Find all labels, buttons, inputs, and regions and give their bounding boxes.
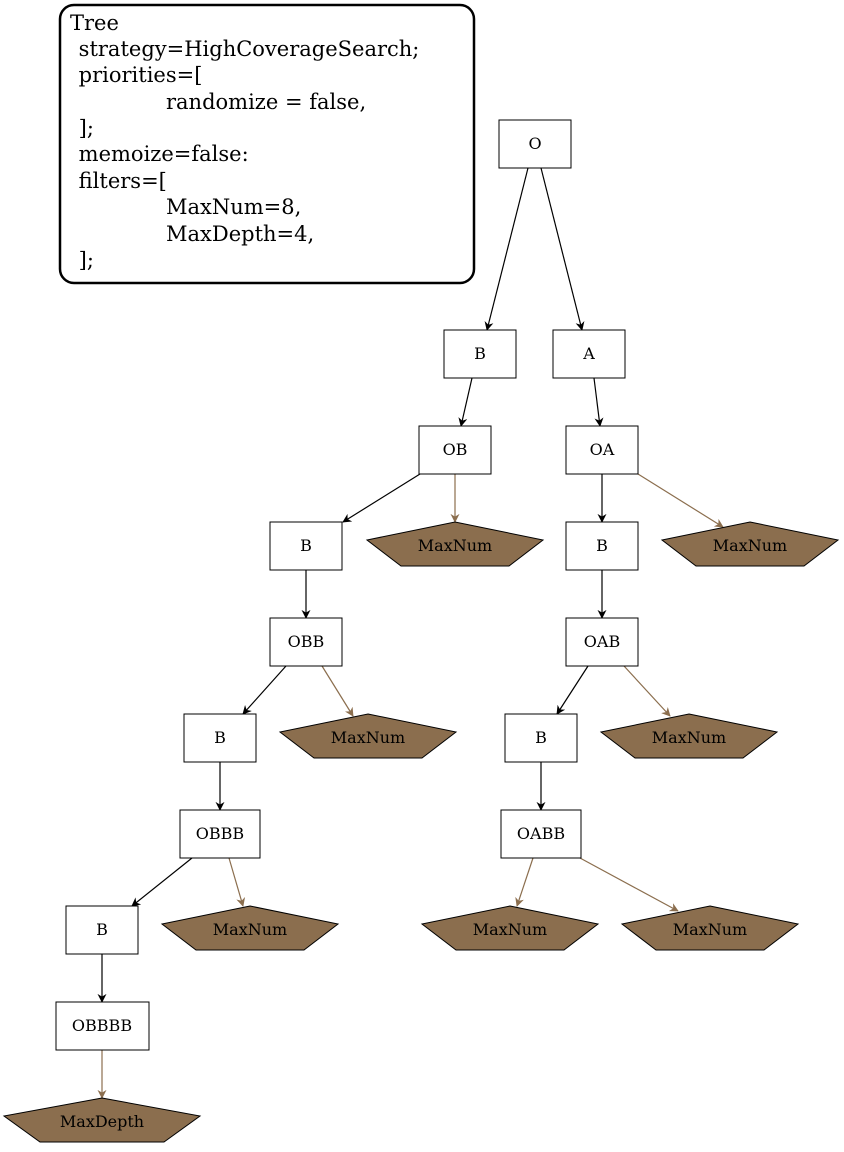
svg-text:MaxNum: MaxNum: [652, 728, 726, 747]
svg-text:OAB: OAB: [584, 632, 620, 651]
filter-node-obb: MaxNum: [278, 713, 458, 759]
edge-b-ob: [458, 377, 473, 427]
svg-text:OB: OB: [443, 440, 468, 459]
node-obb: OBB: [269, 617, 343, 667]
filter-node-obbb: MaxNum: [160, 905, 340, 951]
svg-text:A: A: [582, 344, 595, 363]
edge-o-a: [540, 167, 585, 331]
node-b-left: B: [443, 329, 517, 379]
svg-text:B: B: [535, 728, 547, 747]
svg-text:OBB: OBB: [288, 632, 325, 651]
edge-ob-b: [342, 473, 421, 523]
filter-nodes: MaxNum MaxNum MaxNum MaxNum MaxNum MaxNu…: [2, 521, 840, 1143]
tree-nodes: O B A OB OA B B OBB: [55, 119, 639, 1051]
edge-oab-filter: [623, 665, 671, 717]
node-obbbb: OBBBB: [55, 1001, 150, 1051]
node-obbb: OBBB: [179, 809, 261, 859]
legend-line-memoize: memoize=false:: [72, 142, 249, 166]
node-oa: OA: [565, 425, 639, 475]
edge-obb-filter: [321, 665, 354, 717]
edge-a-oa: [593, 377, 604, 427]
edge-obbb-filter: [228, 857, 246, 907]
svg-text:MaxDepth: MaxDepth: [60, 1112, 144, 1131]
filter-node-obbbb: MaxDepth: [2, 1097, 202, 1143]
svg-text:MaxNum: MaxNum: [331, 728, 405, 747]
svg-text:B: B: [474, 344, 486, 363]
legend-line-maxdepth: MaxDepth=4,: [166, 222, 314, 246]
node-ob: OB: [418, 425, 492, 475]
filter-node-oab: MaxNum: [599, 713, 779, 759]
node-oab: OAB: [565, 617, 639, 667]
svg-text:OABB: OABB: [517, 824, 565, 843]
filter-node-oabb-2: MaxNum: [620, 905, 800, 951]
svg-text:MaxNum: MaxNum: [673, 920, 747, 939]
edge-o-b: [484, 167, 529, 331]
edge-obb-b: [242, 665, 287, 715]
legend-line-priorities: priorities=[: [72, 63, 202, 87]
filter-node-ob: MaxNum: [365, 521, 545, 567]
svg-text:O: O: [528, 134, 541, 153]
legend-line-randomize: randomize = false,: [166, 90, 366, 114]
legend-line-strategy: strategy=HighCoverageSearch;: [72, 37, 419, 61]
node-o: O: [498, 119, 572, 169]
node-obb-b: B: [183, 713, 257, 763]
edge-oa-filter: [637, 473, 724, 528]
legend: Tree strategy=HighCoverageSearch; priori…: [58, 3, 476, 285]
svg-text:OA: OA: [590, 440, 615, 459]
legend-line-filters-close: ];: [72, 248, 94, 272]
svg-text:B: B: [214, 728, 226, 747]
edge-oabb-filter-1: [515, 857, 534, 907]
svg-text:MaxNum: MaxNum: [473, 920, 547, 939]
node-oab-b: B: [504, 713, 578, 763]
legend-box: [58, 3, 476, 285]
svg-text:B: B: [596, 536, 608, 555]
legend-line-title: Tree: [70, 11, 119, 35]
legend-line-maxnum: MaxNum=8,: [166, 195, 301, 219]
svg-text:OBBBB: OBBBB: [72, 1016, 132, 1035]
node-ob-b: B: [269, 521, 343, 571]
edge-oab-b: [556, 665, 589, 715]
svg-text:B: B: [96, 920, 108, 939]
svg-text:MaxNum: MaxNum: [713, 536, 787, 555]
svg-text:B: B: [300, 536, 312, 555]
tree-edges: [97, 167, 607, 1003]
filter-edges: [97, 473, 724, 1099]
svg-text:OBBB: OBBB: [196, 824, 244, 843]
node-oa-b: B: [565, 521, 639, 571]
legend-line-priorities-close: ];: [72, 116, 94, 140]
edge-oabb-filter-2: [579, 857, 679, 912]
filter-node-oa: MaxNum: [660, 521, 840, 567]
node-oabb: OABB: [500, 809, 582, 859]
legend-line-filters: filters=[: [72, 169, 167, 193]
filter-node-oabb-1: MaxNum: [420, 905, 600, 951]
svg-text:MaxNum: MaxNum: [418, 536, 492, 555]
edge-obbb-b: [131, 857, 193, 907]
node-a: A: [552, 329, 626, 379]
node-obbb-b: B: [65, 905, 139, 955]
svg-text:MaxNum: MaxNum: [213, 920, 287, 939]
